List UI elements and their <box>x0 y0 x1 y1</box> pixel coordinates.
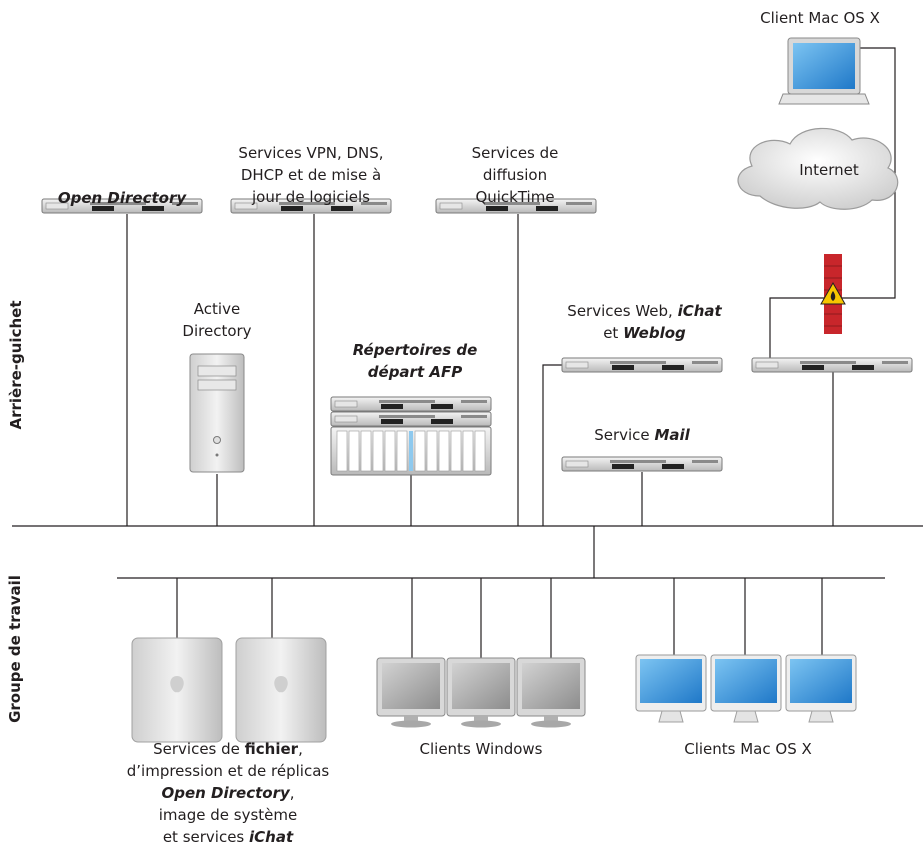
file-line-5a: et services <box>162 828 250 846</box>
afp-line-2: départ AFP <box>367 363 463 381</box>
internet-cloud <box>737 127 899 210</box>
web-ichat-server <box>561 357 723 373</box>
internet-link <box>769 47 896 365</box>
web-text-b: iChat <box>677 302 722 320</box>
mail-server <box>561 456 723 472</box>
quicktime-label: Services de diffusion QuickTime <box>450 142 580 208</box>
qt-line-3: QuickTime <box>475 188 555 206</box>
web-text-a: Services Web, <box>567 302 678 320</box>
mail-service-label: Service Mail <box>582 424 702 446</box>
gateway-server <box>751 357 913 373</box>
laptop-client <box>778 37 870 105</box>
file-line-2: d’impression et de réplicas <box>126 762 330 780</box>
file-line-4: image de système <box>158 806 298 824</box>
backoffice-side-text: Arrière-guichet <box>7 300 25 430</box>
client-mac-top-label: Client Mac OS X <box>748 7 892 29</box>
clients-windows-text: Clients Windows <box>419 740 543 758</box>
workgroup-side-label: Groupe de travail <box>6 574 24 724</box>
file-line-3a: Open Directory <box>161 784 290 802</box>
file-text-a: Services de <box>153 740 245 758</box>
file-line-3b: , <box>289 784 295 802</box>
internet-label: Internet <box>784 159 874 181</box>
file-services-label: Services de fichier, d’impression et de … <box>117 738 339 848</box>
workgroup-side-text: Groupe de travail <box>6 575 24 723</box>
active-directory-label: Active Directory <box>172 298 262 342</box>
file-text-c: , <box>298 740 303 758</box>
open-directory-label: Open Directory <box>42 187 202 209</box>
vpn-line-3: jour de logiciels <box>252 188 370 206</box>
windows-client-3 <box>516 657 586 728</box>
firewall-icon <box>820 254 846 334</box>
web-drop <box>542 364 562 526</box>
vpn-line-1: Services VPN, DNS, <box>238 144 384 162</box>
imac-client-2 <box>710 654 782 723</box>
client-mac-top-text: Client Mac OS X <box>760 9 880 27</box>
afp-line-1: Répertoires de <box>352 341 478 359</box>
internet-text: Internet <box>799 161 859 179</box>
ad-line-1: Active <box>193 300 241 318</box>
file-line-5b: iChat <box>249 828 294 846</box>
network-lines <box>12 47 923 658</box>
web-text-d: Weblog <box>623 324 686 342</box>
web-services-label: Services Web, iChat et Weblog <box>552 300 737 344</box>
clients-mac-label: Clients Mac OS X <box>668 738 828 760</box>
mac-pro-2 <box>235 637 327 743</box>
backoffice-side-label: Arrière-guichet <box>7 295 25 435</box>
qt-line-1: Services de <box>471 144 559 162</box>
open-directory-text: Open Directory <box>57 189 187 207</box>
imac-client-1 <box>635 654 707 723</box>
mail-text-a: Service <box>594 426 655 444</box>
web-text-c: et <box>603 324 624 342</box>
windows-client-1 <box>376 657 446 728</box>
file-text-b: fichier <box>244 740 299 758</box>
vpn-services-label: Services VPN, DNS, DHCP et de mise à jou… <box>216 142 406 208</box>
clients-windows-label: Clients Windows <box>396 738 566 760</box>
afp-storage-stack <box>330 396 492 476</box>
mac-pro-1 <box>131 637 223 743</box>
mail-text-b: Mail <box>654 426 690 444</box>
vpn-line-2: DHCP et de mise à <box>240 166 382 184</box>
afp-label: Répertoires de départ AFP <box>340 339 490 383</box>
imac-client-3 <box>785 654 857 723</box>
ad-line-2: Directory <box>182 322 252 340</box>
clients-mac-text: Clients Mac OS X <box>684 740 812 758</box>
active-directory-tower <box>189 353 245 473</box>
qt-line-2: diffusion <box>482 166 548 184</box>
windows-client-2 <box>446 657 516 728</box>
